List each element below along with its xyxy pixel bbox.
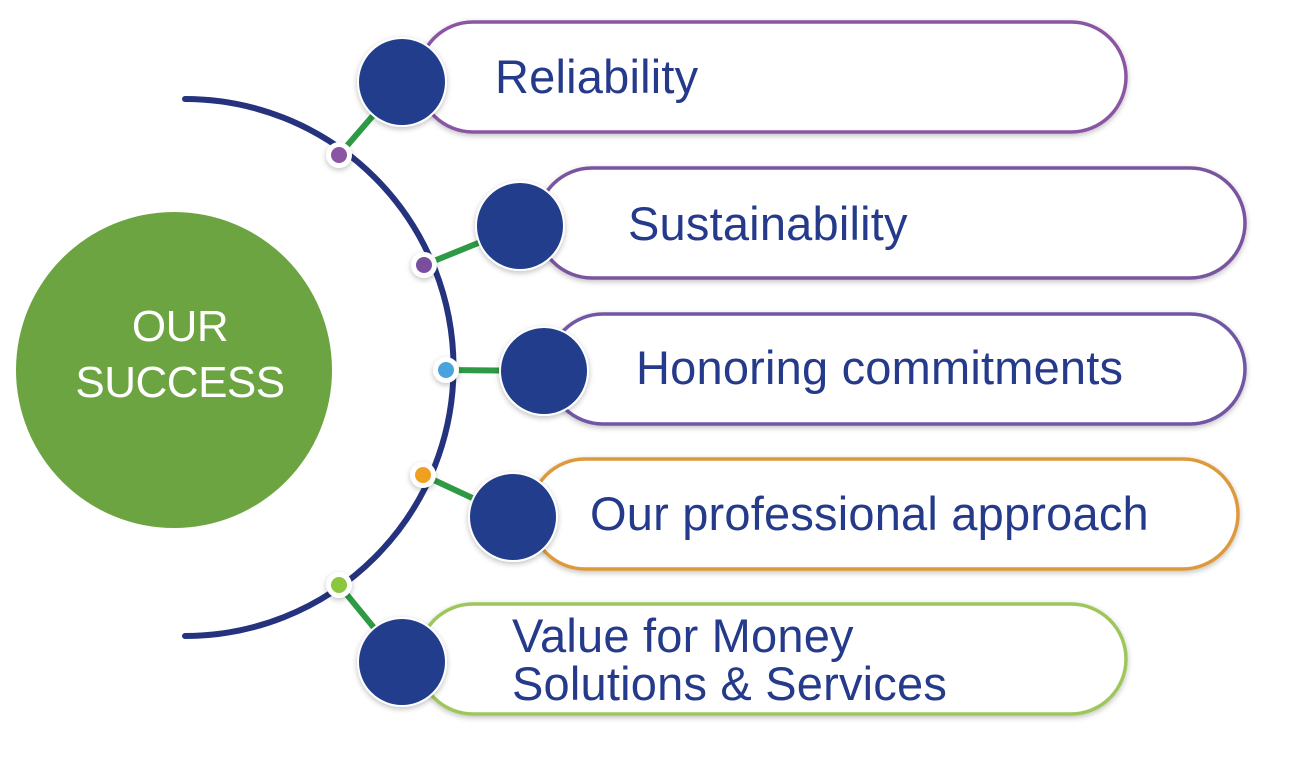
center-circle	[16, 212, 332, 528]
item-label-3: Honoring commitments	[636, 341, 1123, 394]
item-node-5	[357, 617, 447, 707]
arc-dot-2	[416, 257, 432, 273]
center-title-line1: OUR	[132, 302, 228, 351]
arc-dot-5	[331, 577, 347, 593]
arc-dot-4	[415, 467, 431, 483]
item-node-2	[475, 181, 565, 271]
item-node-1	[357, 37, 447, 127]
item-node-3	[499, 326, 589, 416]
center-title-line2: SUCCESS	[75, 358, 284, 407]
item-node-4	[468, 472, 558, 562]
arc-dot-3	[438, 362, 454, 378]
item-label-5-line2: Solutions & Services	[512, 657, 947, 710]
item-label-1: Reliability	[495, 50, 699, 103]
item-label-2: Sustainability	[628, 197, 908, 250]
arc-dot-1	[331, 147, 347, 163]
item-label-5: Value for Money	[512, 609, 854, 662]
item-label-4: Our professional approach	[590, 487, 1149, 540]
